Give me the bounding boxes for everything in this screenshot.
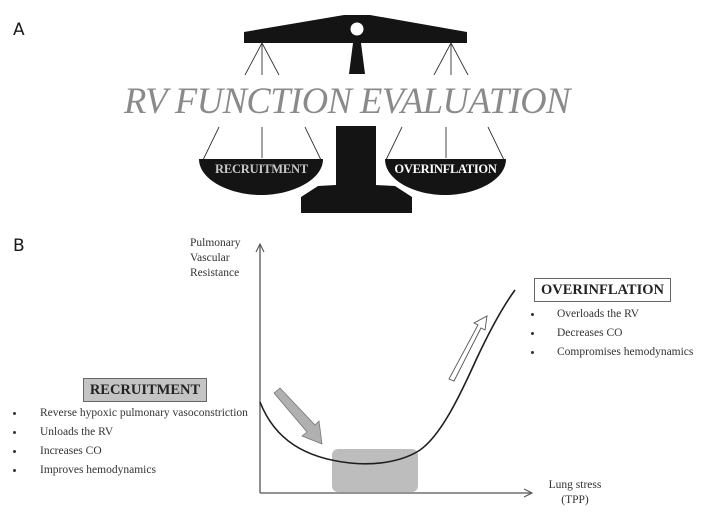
- panel-b-label: B: [13, 236, 25, 256]
- y-axis-label-line: Vascular: [190, 252, 230, 264]
- overinflation-up-arrow: [448, 315, 488, 382]
- list-item-text: Decreases CO: [557, 327, 623, 339]
- left-pan-label: RECRUITMENT: [215, 162, 308, 176]
- right-pan: [385, 159, 506, 195]
- list-item-text: Unloads the RV: [40, 426, 114, 438]
- left-lower-strings: [202, 126, 322, 161]
- bullet-icon: [13, 469, 16, 472]
- x-axis-label-line: Lung stress: [548, 479, 602, 491]
- bullet-icon: [13, 412, 16, 415]
- rv-function-evaluation-title: RV FUNCTION EVALUATION: [124, 80, 570, 121]
- right-lower-strings: [385, 126, 505, 161]
- bullet-icon: [531, 332, 534, 335]
- right-upper-strings: [433, 42, 469, 76]
- optimal-zone-box: [332, 449, 418, 492]
- recruitment-box: RECRUITMENT: [83, 378, 207, 402]
- overinflation-box: OVERINFLATION: [534, 278, 671, 302]
- y-axis-label-line: Resistance: [190, 267, 240, 279]
- bullet-icon: [13, 431, 16, 434]
- pivot-pointer: [349, 43, 365, 74]
- y-axis-label: Pulmonary Vascular Resistance: [190, 236, 240, 281]
- list-item-text: Reverse hypoxic pulmonary vasoconstricti…: [40, 407, 248, 419]
- x-axis-arrowhead: [523, 488, 534, 498]
- x-axis-label-line: (TPP): [561, 494, 589, 506]
- list-item-text: Compromises hemodynamics: [557, 346, 694, 358]
- bullet-icon: [531, 351, 534, 354]
- right-pan-label: OVERINFLATION: [394, 162, 497, 176]
- left-upper-strings: [244, 42, 280, 76]
- y-axis-label-line: Pulmonary: [190, 237, 241, 249]
- bullet-icon: [531, 313, 534, 316]
- bullet-icon: [13, 450, 16, 453]
- x-axis-label: Lung stress (TPP): [545, 478, 605, 508]
- beam-pivot-hole: [350, 22, 364, 36]
- scale-stand: [301, 126, 412, 213]
- panel-a-label: A: [13, 20, 25, 40]
- recruitment-down-arrow: [273, 387, 323, 445]
- list-item-text: Increases CO: [40, 445, 102, 457]
- list-item-text: Improves hemodynamics: [40, 464, 156, 476]
- left-pan: [199, 159, 323, 195]
- list-item-text: Overloads the RV: [557, 308, 640, 320]
- balance-scale-illustration: [199, 15, 506, 213]
- y-axis-arrowhead: [255, 242, 265, 253]
- pvr-curve: [259, 289, 516, 465]
